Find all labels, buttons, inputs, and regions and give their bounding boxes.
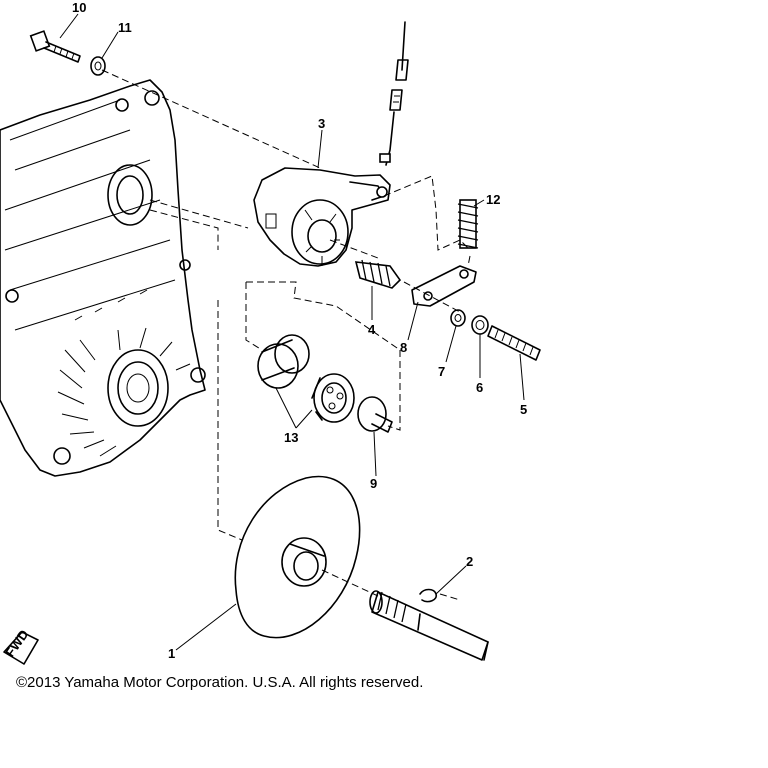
callout-6: 6 [476, 380, 483, 395]
nut-part [471, 315, 489, 335]
callout-3: 3 [318, 116, 325, 131]
bolt-part [29, 30, 81, 63]
callout-8: 8 [400, 340, 407, 355]
fwd-arrow: FWD [2, 627, 39, 665]
washer-part [90, 56, 106, 76]
circlip-part [419, 588, 438, 603]
primary-sheave [234, 475, 361, 639]
engine-case [0, 79, 206, 477]
callout-2: 2 [466, 554, 473, 569]
spring-part-upper [457, 199, 479, 249]
throttle-cable [379, 21, 409, 166]
callout-10: 10 [72, 0, 86, 15]
governor-housing [253, 167, 391, 267]
lever-plate [411, 265, 477, 307]
callout-13: 13 [284, 430, 298, 445]
washer-small [450, 309, 466, 327]
callout-5: 5 [520, 402, 527, 417]
callout-4: 4 [368, 322, 376, 337]
spring-part-lower [354, 259, 402, 289]
callout-1: 1 [168, 646, 175, 661]
fwd-label: FWD [2, 627, 31, 660]
callout-labels: 10 11 3 12 4 8 7 6 5 13 9 2 1 [72, 0, 527, 661]
governor-shaft [357, 396, 393, 433]
callout-9: 9 [370, 476, 377, 491]
drive-shaft [369, 590, 489, 661]
leader-lines [59, 13, 525, 651]
callout-7: 7 [438, 364, 445, 379]
callout-12: 12 [486, 192, 500, 207]
adjust-screw [487, 325, 541, 361]
governor-weights [257, 334, 355, 423]
callout-11: 11 [118, 20, 132, 35]
copyright-notice: ©2013 Yamaha Motor Corporation. U.S.A. A… [16, 674, 424, 691]
assembly-lines [101, 69, 471, 601]
